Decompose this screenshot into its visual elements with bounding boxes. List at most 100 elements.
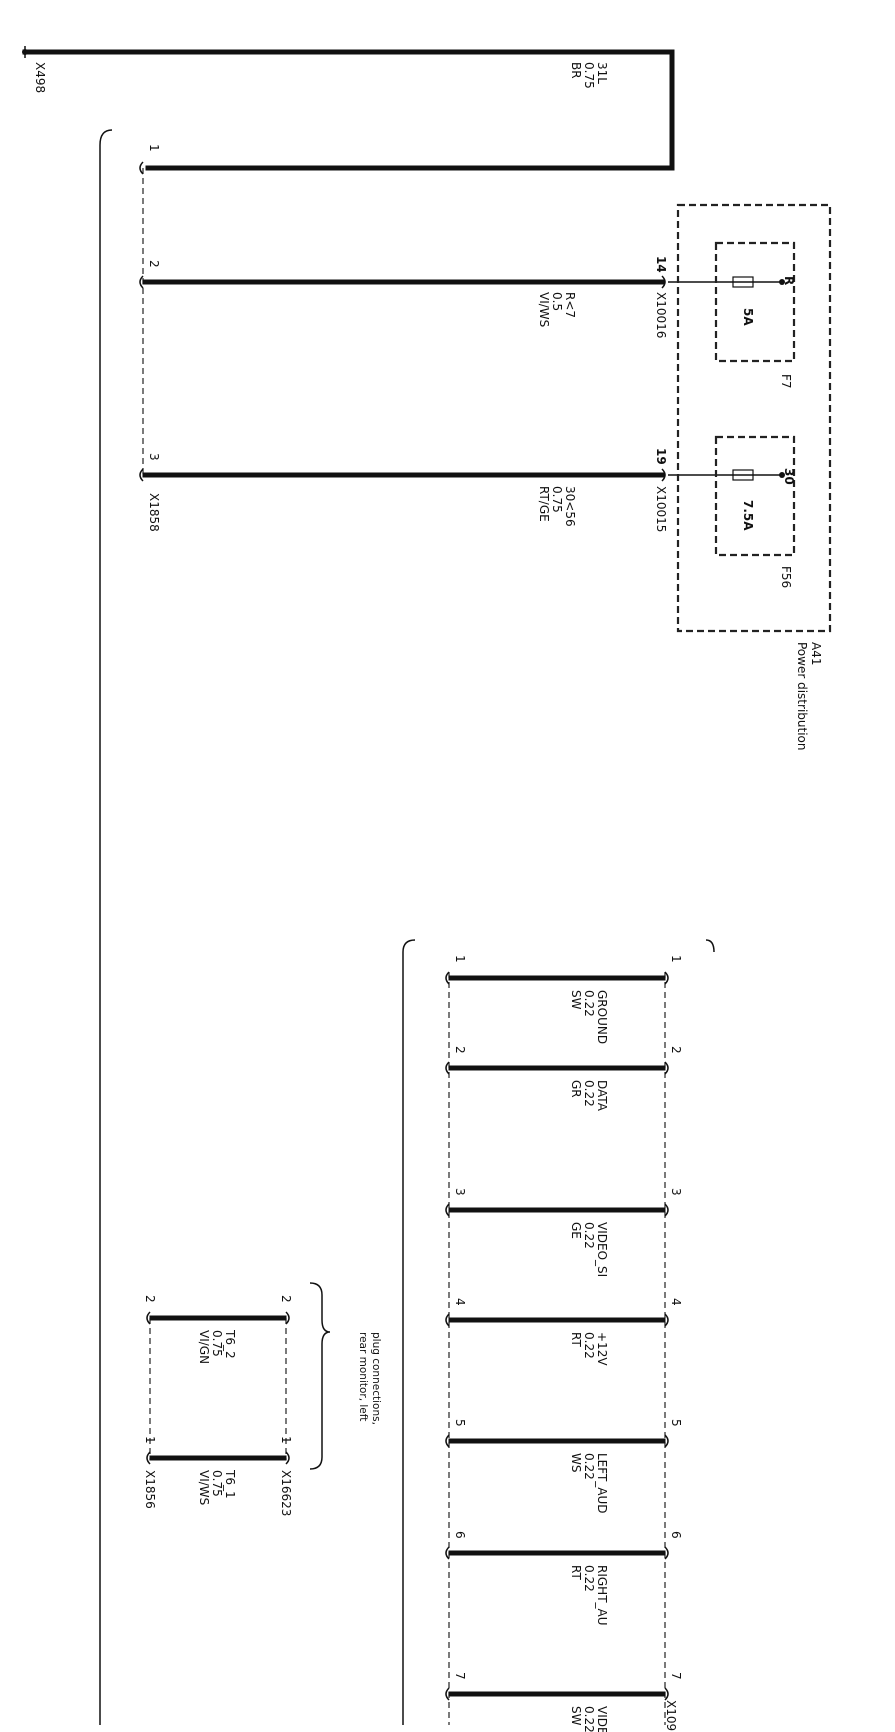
plug-brace: [309, 1282, 331, 1470]
svg-text:RT/GE: RT/GE: [537, 486, 551, 522]
wire-video-si: [445, 1203, 669, 1217]
svg-text:31L: 31L: [595, 62, 609, 84]
connector-x10015-label: X10015: [654, 486, 668, 532]
wire-data: [445, 1061, 669, 1075]
wire-left-aud-label: LEFT_AUD 0.22 WS: [569, 1453, 609, 1514]
lower-pin-5-left: 5: [453, 1419, 467, 1427]
svg-text:0.22: 0.22: [582, 1565, 596, 1592]
svg-text:GR: GR: [569, 1080, 583, 1098]
wire-left-aud: [445, 1434, 669, 1448]
connector-bracket-left: [99, 129, 113, 1725]
wire-12v: [445, 1313, 669, 1327]
svg-text:VIDE: VIDE: [595, 1706, 609, 1732]
lower-pin-5-right: 5: [669, 1419, 683, 1427]
svg-text:0.22: 0.22: [582, 1453, 596, 1480]
svg-text:0.5: 0.5: [550, 292, 564, 311]
fuse-f7-label: F7: [779, 374, 793, 389]
svg-text:plug connections,: plug connections,: [370, 1332, 382, 1425]
svg-text:WS: WS: [569, 1453, 583, 1472]
svg-text:0.22: 0.22: [582, 1332, 596, 1359]
wire-t6-2-label: T6_2 0.75 VI/GN: [197, 1329, 237, 1364]
svg-text:T6_1: T6_1: [223, 1469, 237, 1499]
svg-text:DATA: DATA: [595, 1080, 609, 1112]
lower-bracket-right: [705, 939, 715, 953]
svg-text:0.75: 0.75: [210, 1470, 224, 1497]
svg-text:Power distribution: Power distribution: [795, 642, 809, 750]
svg-text:A41: A41: [809, 642, 823, 665]
svg-text:+12V: +12V: [595, 1332, 609, 1366]
lower-pin-4-right: 4: [669, 1298, 683, 1306]
lower-pin-2-left: 2: [453, 1046, 467, 1054]
lower-pin-6-right: 6: [669, 1531, 683, 1539]
connector-x10016-label: X10016: [654, 292, 668, 338]
svg-text:0.75: 0.75: [210, 1330, 224, 1357]
svg-text:RT: RT: [569, 1332, 583, 1347]
lower-pin-2-right: 2: [669, 1046, 683, 1054]
lower-pin-1-right: 1: [669, 955, 683, 963]
svg-text:0.22: 0.22: [582, 990, 596, 1017]
wire-right-au-label: RIGHT_AU 0.22 RT: [569, 1565, 609, 1626]
pin-14-label: 14: [654, 256, 668, 273]
svg-text:GROUND: GROUND: [595, 990, 609, 1044]
svg-text:SW: SW: [569, 1706, 583, 1726]
fuse-f56-label: F56: [779, 566, 793, 588]
lower-pin-3-right: 3: [669, 1188, 683, 1196]
svg-text:SW: SW: [569, 990, 583, 1010]
wire-t6-1-label: T6_1 0.75 VI/WS: [197, 1469, 237, 1505]
fuse-f56-rating: 7.5A: [741, 500, 755, 531]
svg-text:VI/WS: VI/WS: [537, 292, 551, 327]
small-pin-2-left: 2: [143, 1295, 157, 1303]
fuse-f7-rating: 5A: [741, 308, 755, 326]
svg-text:GE: GE: [569, 1222, 583, 1239]
svg-text:RIGHT_AU: RIGHT_AU: [595, 1565, 609, 1626]
svg-text:LEFT_AUD: LEFT_AUD: [595, 1453, 609, 1514]
small-pin-1-left: 1: [143, 1436, 157, 1444]
pin-19-label: 19: [654, 448, 668, 465]
terminal-x498-label: X498: [33, 62, 47, 93]
svg-text:RT: RT: [569, 1565, 583, 1580]
connector-x16623-label: X16623: [279, 1470, 293, 1516]
connector-x1858: [139, 161, 144, 482]
connector-x109-label: X109: [664, 1700, 678, 1731]
svg-text:0.22: 0.22: [582, 1706, 596, 1732]
svg-text:T6_2: T6_2: [223, 1329, 237, 1359]
svg-text:X1858: X1858: [147, 493, 161, 532]
small-connector: [146, 1311, 290, 1465]
lower-bracket-left: [402, 939, 416, 1725]
svg-text:0.22: 0.22: [582, 1080, 596, 1107]
fuse-f56-terminal: 30: [782, 468, 796, 485]
fuse-f56: [714, 435, 796, 557]
wire-video-si-label: VIDEO_SI 0.22 GE: [569, 1222, 609, 1277]
power-distribution-box: [676, 203, 832, 633]
small-pin-2-right: 2: [279, 1295, 293, 1303]
svg-text:VI/WS: VI/WS: [197, 1470, 211, 1505]
wire-12v-label: +12V 0.22 RT: [569, 1332, 609, 1366]
wire-r7: [142, 275, 782, 289]
power-distribution-label: A41 Power distribution: [795, 642, 823, 750]
svg-text:0.22: 0.22: [582, 1222, 596, 1249]
lower-pin-4-left: 4: [453, 1298, 467, 1306]
wire-right-au: [445, 1546, 669, 1560]
svg-text:rear monitor, left: rear monitor, left: [357, 1332, 369, 1421]
lower-pin-7-left: 7: [453, 1672, 467, 1680]
svg-text:X498: X498: [33, 62, 47, 93]
wire-30-56-label: 30<56 0.75 RT/GE: [537, 486, 577, 527]
svg-text:BR: BR: [569, 62, 583, 79]
wire-ground: [445, 971, 669, 985]
plug-note-label: plug connections, rear monitor, left: [357, 1332, 382, 1425]
fuse-f7-terminal: R: [782, 276, 796, 285]
ground-wire-label: 31L 0.75 BR: [569, 62, 609, 89]
pin-3-label: 3: [147, 453, 161, 461]
fuse-f7: [714, 241, 796, 363]
small-pin-1-right: 1: [279, 1436, 293, 1444]
svg-text:VIDEO_SI: VIDEO_SI: [595, 1222, 609, 1277]
svg-text:30<56: 30<56: [563, 486, 577, 527]
wire-r7-label: R<7 0.5 VI/WS: [537, 292, 577, 327]
lower-pin-6-left: 6: [453, 1531, 467, 1539]
ground-wire-31l: [22, 46, 675, 171]
wire-30-56: [142, 468, 782, 482]
wire-vide: [445, 1687, 669, 1701]
svg-text:R<7: R<7: [563, 292, 577, 318]
wire-data-label: DATA 0.22 GR: [569, 1080, 609, 1112]
